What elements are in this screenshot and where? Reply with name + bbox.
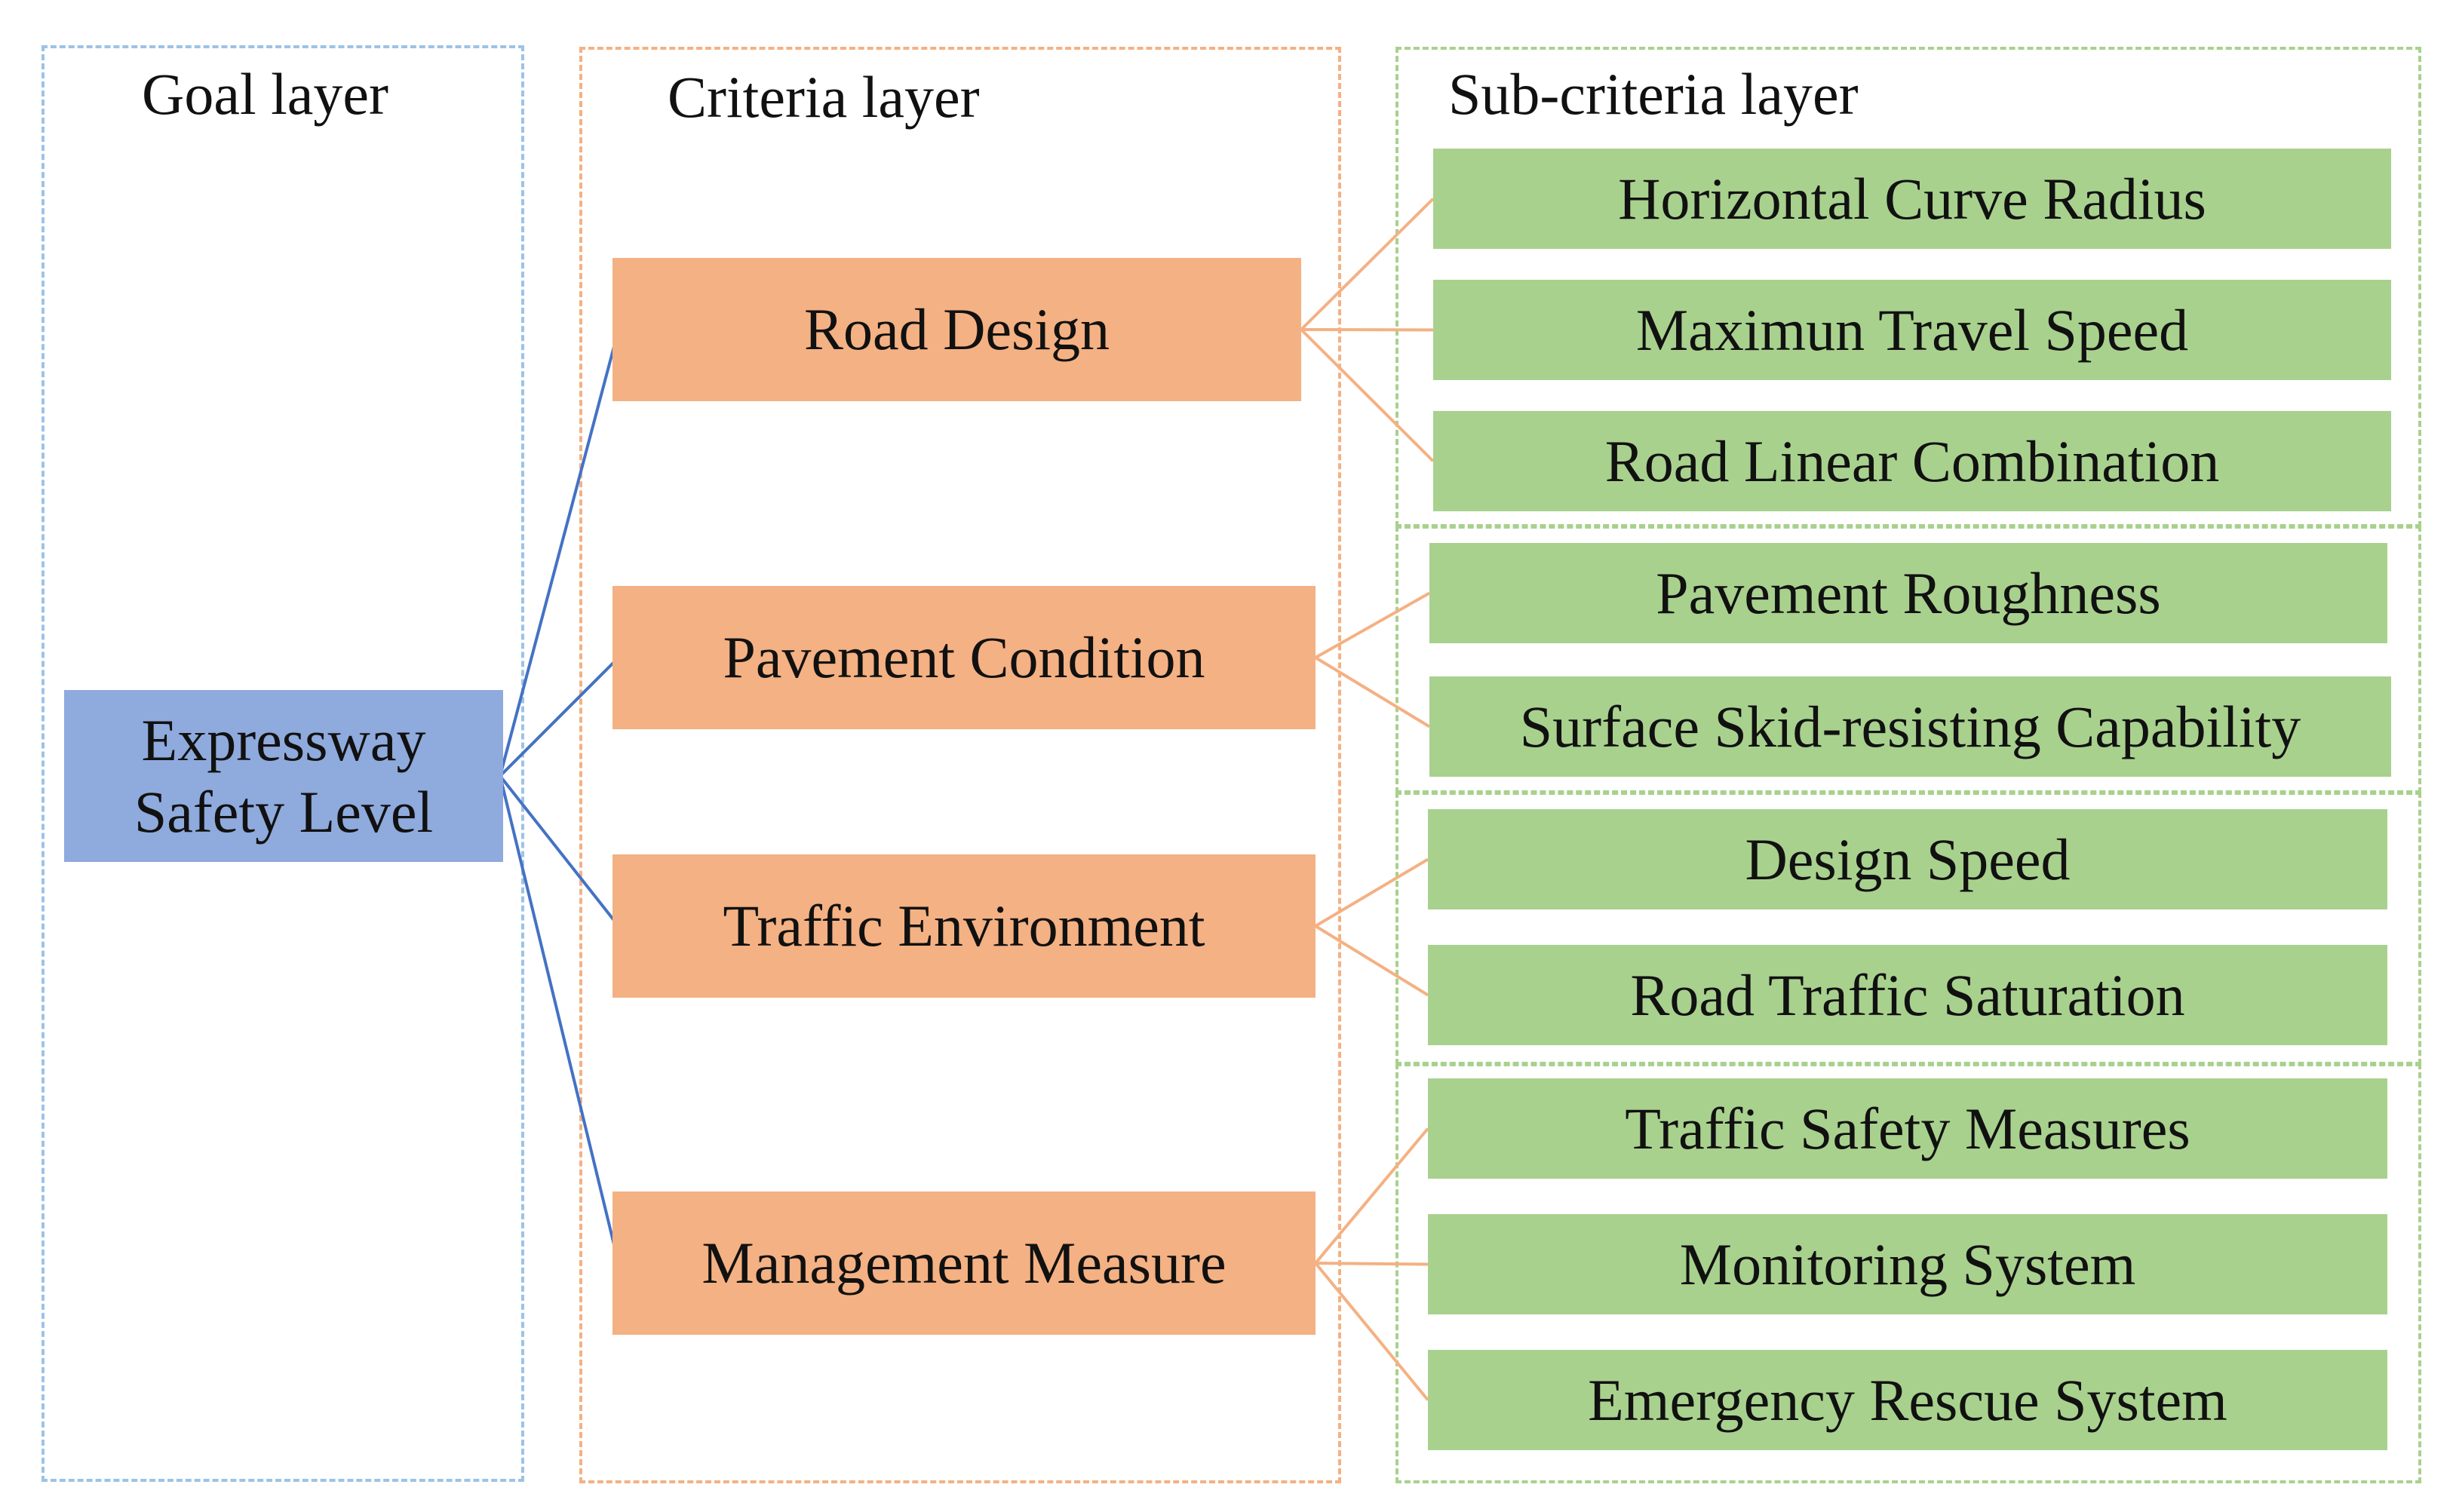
criteria-to-subcriteria-link [1314,857,1429,928]
criteria-layer-frame [579,47,1341,1483]
criteria-layer-title: Criteria layer [668,64,980,130]
subcriteria-node-horizontal-curve-radius: Horizontal Curve Radius [1433,149,2391,249]
subcriteria-label: Road Traffic Saturation [1630,961,2185,1028]
subcriteria-node-maximun-travel-speed: Maximun Travel Speed [1433,280,2391,380]
subcriteria-label: Monitoring System [1679,1231,2136,1297]
subcriteria-layer-title: Sub-criteria layer [1448,61,1859,127]
goal-to-criteria-link [499,329,620,777]
subcriteria-node-emergency-rescue-system: Emergency Rescue System [1428,1350,2387,1450]
goal-to-criteria-link [499,774,620,928]
subcriteria-node-surface-skid-resisting-capability: Surface Skid-resisting Capability [1429,676,2391,777]
criteria-to-subcriteria-link [1300,198,1435,331]
subcriteria-label: Surface Skid-resisting Capability [1519,693,2301,759]
goal-label: Expressway Safety Level [134,707,434,845]
goal-layer-frame [41,45,524,1482]
subcriteria-node-design-speed: Design Speed [1428,809,2387,909]
goal-layer-title: Goal layer [142,61,389,127]
criteria-to-subcriteria-link [1314,656,1431,728]
criteria-node-road-design: Road Design [612,258,1301,401]
criteria-to-subcriteria-link [1300,328,1435,462]
subcriteria-node-traffic-safety-measures: Traffic Safety Measures [1428,1078,2387,1179]
subcriteria-node-road-linear-combination: Road Linear Combination [1433,411,2391,511]
subcriteria-label: Emergency Rescue System [1588,1366,2227,1433]
criteria-node-traffic-environment: Traffic Environment [612,854,1316,998]
subcriteria-label: Design Speed [1745,826,2071,892]
subcriteria-label: Maximun Travel Speed [1635,296,2189,363]
criteria-label: Traffic Environment [723,893,1205,959]
subcriteria-group-frame-management-measure [1395,1063,2421,1483]
goal-node: Expressway Safety Level [64,690,503,862]
criteria-to-subcriteria-link [1314,925,1429,997]
criteria-label: Road Design [803,296,1110,363]
criteria-node-management-measure: Management Measure [612,1192,1316,1335]
subcriteria-node-pavement-roughness: Pavement Roughness [1429,543,2387,643]
subcriteria-label: Pavement Roughness [1656,560,2161,626]
criteria-to-subcriteria-link [1314,1262,1429,1401]
subcriteria-node-road-traffic-saturation: Road Traffic Saturation [1428,945,2387,1045]
subcriteria-label: Horizontal Curve Radius [1618,165,2206,232]
subcriteria-label: Traffic Safety Measures [1625,1095,2191,1161]
criteria-label: Pavement Condition [723,624,1205,691]
subcriteria-label: Road Linear Combination [1604,428,2220,494]
criteria-node-pavement-condition: Pavement Condition [612,586,1316,729]
criteria-label: Management Measure [702,1230,1226,1296]
criteria-to-subcriteria-link [1315,1262,1429,1266]
goal-to-criteria-link [499,656,620,777]
criteria-to-subcriteria-link [1314,1127,1429,1265]
subcriteria-node-monitoring-system: Monitoring System [1428,1214,2387,1314]
goal-to-criteria-link [499,775,620,1264]
criteria-to-subcriteria-link [1315,591,1430,659]
